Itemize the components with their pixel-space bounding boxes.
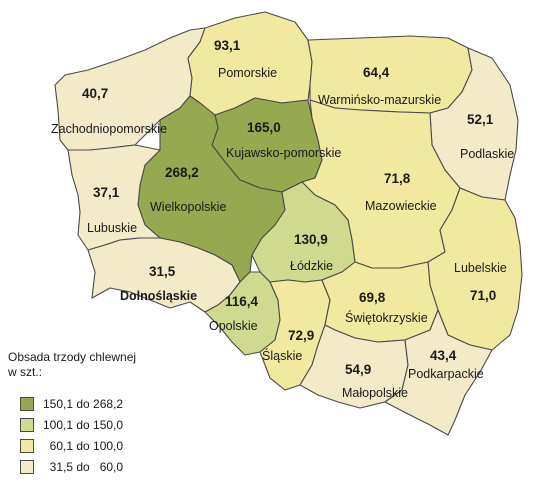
name-warminsko-mazurskie: Warmińsko-mazurskie: [318, 93, 441, 107]
value-lubelskie: 71,0: [470, 288, 496, 303]
name-malopolskie: Małopolskie: [342, 386, 408, 400]
legend-unit: w szt.:: [8, 365, 43, 379]
legend-item-2: 100,1 do 150,0: [20, 416, 123, 434]
value-pomorskie: 93,1: [214, 38, 241, 53]
region-podkarpackie: [384, 309, 493, 436]
name-mazowieckie: Mazowieckie: [365, 199, 437, 213]
legend-item-3: 60,1 do 100,0: [20, 437, 123, 455]
value-opolskie: 116,4: [225, 294, 259, 309]
value-swietokrzyskie: 69,8: [359, 290, 386, 305]
value-warminsko-mazurskie: 64,4: [363, 65, 390, 80]
value-wielkopolskie: 268,2: [165, 165, 199, 180]
name-swietokrzyskie: Świętokrzyskie: [345, 310, 428, 325]
value-zachodniopomorskie: 40,7: [82, 86, 108, 101]
legend-title: Obsada trzody chlewnej: [8, 350, 137, 364]
name-pomorskie: Pomorskie: [218, 66, 277, 80]
name-wielkopolskie: Wielkopolskie: [150, 200, 226, 214]
legend-swatch-4: [20, 460, 34, 474]
legend-swatch-1: [20, 397, 34, 411]
name-dolnoslaskie: Dolnośląskie: [120, 289, 197, 303]
value-mazowieckie: 71,8: [384, 171, 411, 186]
legend-label-3: 60,1 do 100,0: [43, 439, 124, 453]
name-lodzkie: Łódzkie: [290, 259, 333, 273]
name-podkarpackie: Podkarpackie: [408, 367, 484, 381]
value-lubuskie: 37,1: [93, 185, 120, 200]
name-zachodniopomorskie: Zachodniopomorskie: [51, 122, 167, 136]
legend-swatch-3: [20, 439, 34, 453]
name-lubuskie: Lubuskie: [87, 221, 137, 235]
legend: Obsada trzody chlewnej w szt.: 150,1 do …: [8, 350, 208, 474]
value-slaskie: 72,9: [288, 328, 314, 343]
legend-label-1: 150,1 do 268,2: [43, 397, 124, 411]
region-pomorskie: [187, 11, 313, 116]
legend-item-1: 150,1 do 268,2: [20, 395, 123, 413]
value-malopolskie: 54,9: [345, 362, 371, 377]
legend-swatch-2: [20, 418, 34, 432]
value-podkarpackie: 43,4: [430, 348, 457, 363]
legend-item-4: 31,5 do 60,0: [20, 458, 123, 476]
name-slaskie: Śląskie: [262, 348, 302, 363]
name-kujawsko-pomorskie: Kujawsko-pomorskie: [226, 146, 341, 160]
value-lodzkie: 130,9: [294, 232, 328, 247]
name-lubelskie: Lubelskie: [454, 261, 507, 275]
value-podlaskie: 52,1: [467, 112, 494, 127]
value-dolnoslaskie: 31,5: [149, 264, 176, 279]
legend-label-2: 100,1 do 150,0: [43, 418, 124, 432]
name-opolskie: Opolskie: [209, 319, 258, 333]
name-podlaskie: Podlaskie: [460, 147, 514, 161]
legend-label-4: 31,5 do 60,0: [43, 460, 124, 474]
value-kujawsko-pomorskie: 165,0: [247, 120, 281, 135]
